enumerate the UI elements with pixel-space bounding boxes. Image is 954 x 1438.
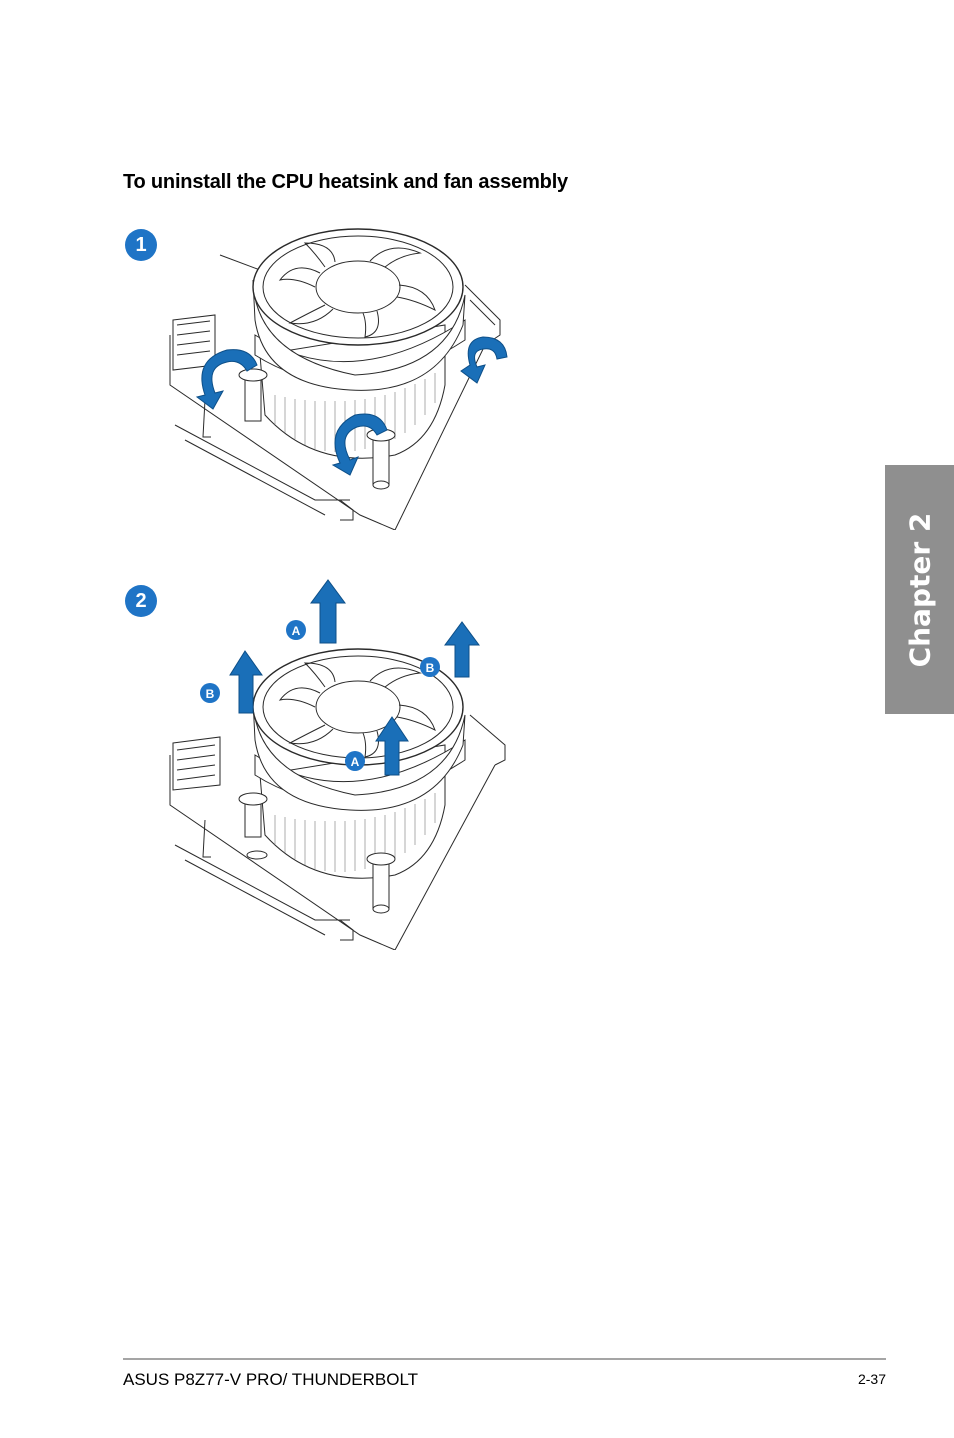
footer-product-name: ASUS P8Z77-V PRO/ THUNDERBOLT — [123, 1370, 419, 1389]
lift-arrows — [229, 579, 480, 776]
fastener-posts — [238, 368, 396, 490]
lift-arrow-a-front — [375, 716, 409, 776]
section-title: To uninstall the CPU heatsink and fan as… — [123, 171, 568, 193]
label-a-front: A — [351, 755, 360, 769]
step-1-badge: 1 — [125, 229, 157, 261]
motherboard-outline — [169, 254, 501, 530]
step-1-illustration — [169, 228, 508, 530]
step-2-illustration: A B B A — [169, 579, 506, 950]
lift-arrow-a-top — [310, 579, 346, 644]
chapter-tab-label: Chapter 2 — [903, 512, 936, 667]
rotation-arrows — [195, 336, 508, 476]
label-a-top: A — [292, 624, 301, 638]
footer-divider — [123, 1358, 886, 1360]
motherboard-outline — [169, 714, 506, 950]
step-2-badge: 2 — [125, 585, 157, 617]
label-b-left: B — [206, 687, 215, 701]
arrow-labels: A B B A — [200, 620, 440, 771]
lift-arrow-b-left — [229, 650, 263, 714]
chapter-tab: Chapter 2 — [885, 465, 954, 714]
heatsink-assembly — [238, 228, 466, 490]
lift-arrow-b-right — [444, 621, 480, 678]
label-b-right: B — [426, 661, 435, 675]
footer-page-number: 2-37 — [857, 1371, 886, 1387]
heatsink-assembly — [238, 648, 466, 914]
fastener-posts — [238, 792, 396, 914]
